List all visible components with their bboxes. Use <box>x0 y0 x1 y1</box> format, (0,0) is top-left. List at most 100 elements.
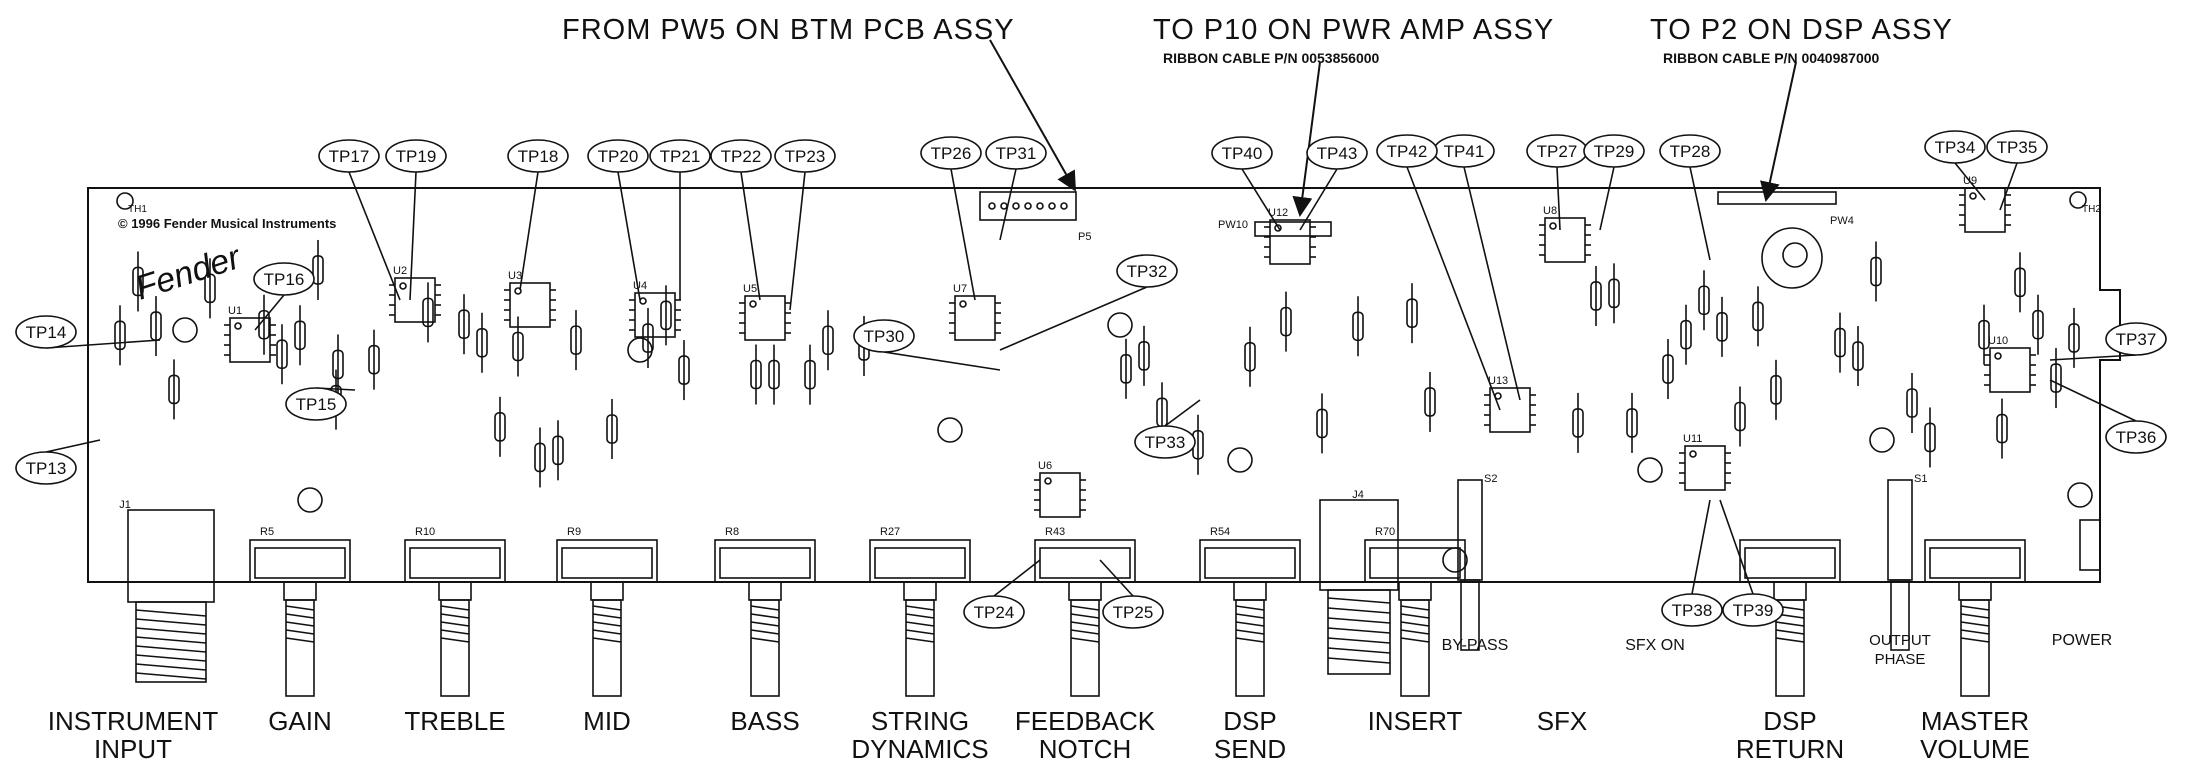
shaft-thread <box>750 621 780 627</box>
connector-pin <box>1024 202 1032 210</box>
test-point-leader <box>740 171 761 301</box>
instrument-input-jack-sleeve <box>135 601 207 683</box>
test-point-label: TP33 <box>1145 433 1186 452</box>
test-point-bubble <box>1376 134 1438 168</box>
jack-thread <box>135 636 207 644</box>
power-label: POWER <box>2052 632 2112 649</box>
connector-pin <box>1012 202 1020 210</box>
test-point-leader <box>993 559 1041 597</box>
ic-refdes: U1 <box>228 305 242 317</box>
shaft-thread <box>1070 629 1100 635</box>
ic-package <box>744 295 786 341</box>
control-label: DSP <box>1223 706 1276 736</box>
ic-package <box>394 277 436 323</box>
arrow-from-pw5 <box>989 39 1076 192</box>
connector-pin <box>1000 202 1008 210</box>
switch-refdes: S2 <box>1484 473 1497 485</box>
pot-shaft <box>905 599 935 697</box>
ic-package <box>1964 187 2006 233</box>
pot-refdes: R10 <box>415 526 435 538</box>
control-label-line2: VOLUME <box>1920 734 2030 764</box>
resistor-body <box>1626 408 1638 438</box>
test-point-bubble <box>649 139 711 173</box>
pcb-outline <box>87 187 2121 583</box>
jack-thread <box>1327 597 1391 604</box>
test-point-label: TP19 <box>396 147 437 166</box>
jack-thread <box>135 627 207 635</box>
test-point-bubble <box>985 136 1047 170</box>
ic-pin1-dot <box>1549 222 1557 230</box>
test-point-bubble <box>1102 595 1164 629</box>
capacitor <box>1637 457 1663 483</box>
test-point-label: TP29 <box>1594 142 1635 161</box>
connector-p5-label: P5 <box>1078 231 1091 243</box>
resistor-body <box>1852 341 1864 371</box>
pot-window <box>1039 547 1131 579</box>
resistor-body <box>294 320 306 351</box>
test-point-leader <box>1689 166 1711 261</box>
arrow-to-p10 <box>1292 61 1321 217</box>
control-label-line2: DYNAMICS <box>851 734 988 764</box>
capacitor <box>937 417 963 443</box>
shaft-thread <box>1400 629 1430 635</box>
ic-package <box>509 282 551 328</box>
shaft-thread <box>1070 621 1100 627</box>
test-point-label: TP23 <box>785 147 826 166</box>
ic-package <box>1989 347 2031 393</box>
capacitor <box>1107 312 1133 338</box>
jack-thread <box>135 663 207 671</box>
ic-refdes: U12 <box>1268 207 1288 219</box>
shaft-thread <box>1070 613 1100 619</box>
insert-jack <box>1319 499 1399 591</box>
instrument-input-jack <box>127 509 215 603</box>
jack-thread <box>1327 627 1391 634</box>
switch-body <box>1887 479 1913 581</box>
test-point-leader <box>999 168 1017 241</box>
shaft-thread <box>285 621 315 627</box>
pot-bushing <box>283 581 317 601</box>
test-point-bubble <box>318 139 380 173</box>
test-point-leader <box>2049 354 2137 361</box>
pot-body <box>1739 539 1841 583</box>
test-point-leader <box>2049 379 2137 422</box>
resistor-body <box>606 414 618 444</box>
jack-thread <box>1327 657 1391 664</box>
pot-refdes: R9 <box>567 526 581 538</box>
test-point-bubble <box>1116 254 1178 288</box>
control-label: MID <box>583 706 631 736</box>
shaft-thread <box>440 613 470 619</box>
test-point-bubble <box>1659 134 1721 168</box>
shaft-thread <box>905 605 935 611</box>
shaft-thread <box>592 621 622 627</box>
resistor-body <box>1680 319 1692 350</box>
pot-window <box>719 547 811 579</box>
resistor-body <box>1834 327 1846 358</box>
shaft-thread <box>285 629 315 635</box>
test-point-leader <box>45 339 161 349</box>
shaft-thread <box>440 637 470 643</box>
shaft-thread <box>1960 637 1990 643</box>
test-point-leader <box>1099 559 1134 597</box>
switch-lever <box>1890 579 1910 651</box>
control-label: GAIN <box>268 706 332 736</box>
capacitor <box>1442 547 1468 573</box>
pot-refdes: R8 <box>725 526 739 538</box>
pot-refdes: R54 <box>1210 526 1230 538</box>
pot-window <box>874 547 966 579</box>
test-point-bubble <box>920 136 982 170</box>
test-point-bubble <box>385 139 447 173</box>
ribbon-p2-label: RIBBON CABLE P/N 0040987000 <box>1663 50 1880 66</box>
pot-bushing <box>590 581 624 601</box>
shaft-thread <box>1235 605 1265 611</box>
jack-thread <box>135 618 207 626</box>
shaft-thread <box>1235 621 1265 627</box>
capacitor <box>1227 447 1253 473</box>
control-label: FEEDBACK <box>1015 706 1156 736</box>
pot-bushing <box>748 581 782 601</box>
test-point-label: TP20 <box>598 147 639 166</box>
bypass-label: BY-PASS <box>1442 637 1509 654</box>
test-point-leader <box>1164 399 1201 427</box>
resistor-body <box>2050 363 2062 393</box>
test-point-bubble <box>15 451 77 485</box>
control-label: STRING <box>871 706 969 736</box>
